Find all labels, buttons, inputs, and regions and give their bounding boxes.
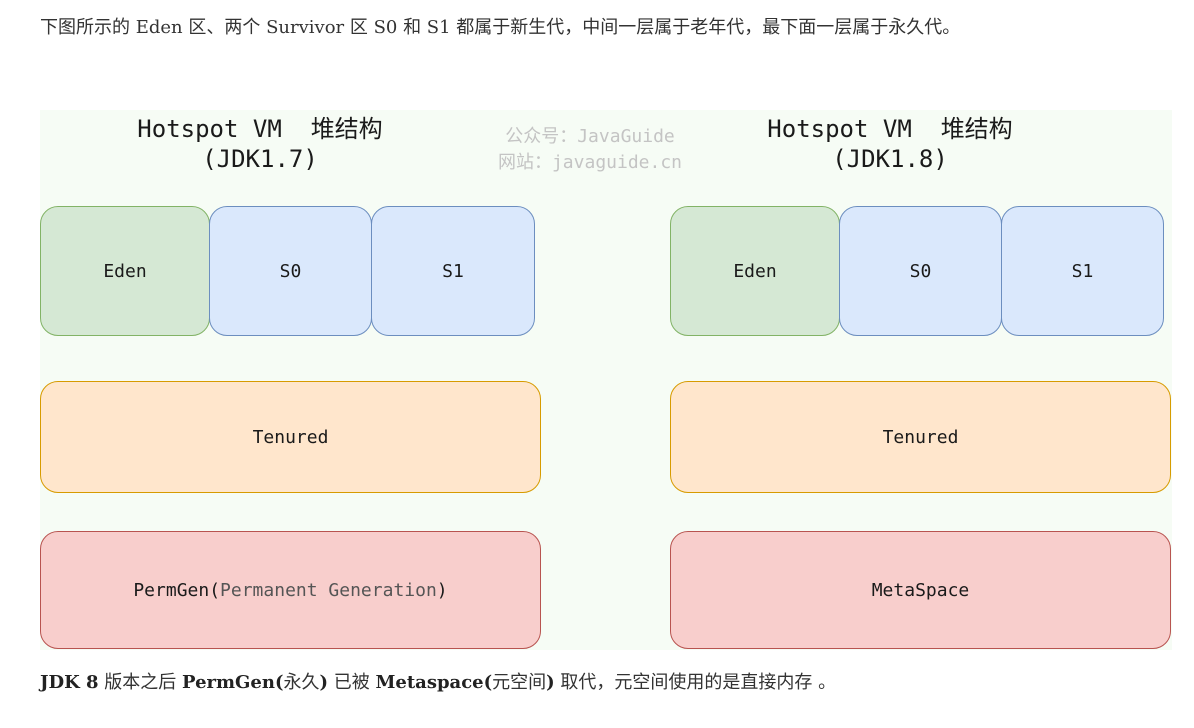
jdk17-permgen-block: PermGen(Permanent Generation) [40, 531, 541, 649]
watermark-line1: 公众号：JavaGuide [505, 126, 675, 147]
jdk18-s0-block: S0 [839, 206, 1002, 336]
permgen-sub-text: Permanent Generation [220, 579, 437, 601]
jdk18-metaspace-block: MetaSpace [670, 531, 1171, 649]
jdk17-heap-title: Hotspot VM 堆结构 (JDK1.7) [110, 114, 410, 174]
outro-text-1: 版本之后 [98, 672, 183, 693]
outro-text-4: 元空间 [492, 672, 547, 693]
jdk17-tenured-block: Tenured [40, 381, 541, 493]
jdk17-title-line1: Hotspot VM 堆结构 [137, 115, 383, 143]
jdk18-eden-block: Eden [670, 206, 840, 336]
outro-paragraph: JDK 8 版本之后 PermGen(永久) 已被 Metaspace(元空间)… [40, 668, 836, 698]
jdk18-s1-block: S1 [1001, 206, 1164, 336]
outro-metaspace-bold: Metaspace( [375, 672, 493, 693]
outro-jdk8-bold: JDK 8 [40, 672, 99, 693]
watermark: 公众号：JavaGuide 网站：javaguide.cn [480, 124, 700, 176]
jdk17-tenured-label: Tenured [252, 426, 329, 448]
outro-paren-bold-1: ) [319, 672, 329, 693]
outro-text-3: 已被 [328, 672, 376, 693]
jdk17-s1-block: S1 [371, 206, 535, 336]
outro-permgen-bold: PermGen( [182, 672, 284, 693]
jdk18-tenured-block: Tenured [670, 381, 1171, 493]
jdk18-tenured-label: Tenured [882, 426, 959, 448]
permgen-main-text: PermGen( [133, 579, 221, 601]
jdk18-title-line1: Hotspot VM 堆结构 [767, 115, 1013, 143]
watermark-line2: 网站：javaguide.cn [497, 152, 683, 173]
outro-text-5: 取代，元空间使用的是直接内存 。 [554, 672, 837, 693]
jdk17-eden-label: Eden [103, 260, 147, 282]
permgen-close-text: ) [436, 579, 448, 601]
jdk18-metaspace-label: MetaSpace [871, 579, 970, 601]
jdk18-eden-label: Eden [733, 260, 777, 282]
jdk17-s0-block: S0 [209, 206, 372, 336]
jdk18-title-line2: (JDK1.8) [832, 145, 948, 173]
jdk17-eden-block: Eden [40, 206, 210, 336]
jdk17-s1-label: S1 [442, 260, 464, 282]
heap-structure-diagram: Hotspot VM 堆结构 (JDK1.7) 公众号：JavaGuide 网站… [40, 110, 1172, 650]
jdk18-s0-label: S0 [909, 260, 932, 282]
outro-paren-bold-2: ) [546, 672, 555, 693]
jdk17-title-line2: (JDK1.7) [202, 145, 318, 173]
jdk17-permgen-label: PermGen(Permanent Generation) [133, 580, 447, 601]
jdk17-s0-label: S0 [279, 260, 302, 282]
intro-paragraph: 下图所示的 Eden 区、两个 Survivor 区 S0 和 S1 都属于新生… [40, 17, 961, 38]
outro-text-2: 永久 [283, 672, 320, 693]
jdk18-s1-label: S1 [1071, 260, 1094, 282]
jdk18-heap-title: Hotspot VM 堆结构 (JDK1.8) [740, 114, 1040, 174]
